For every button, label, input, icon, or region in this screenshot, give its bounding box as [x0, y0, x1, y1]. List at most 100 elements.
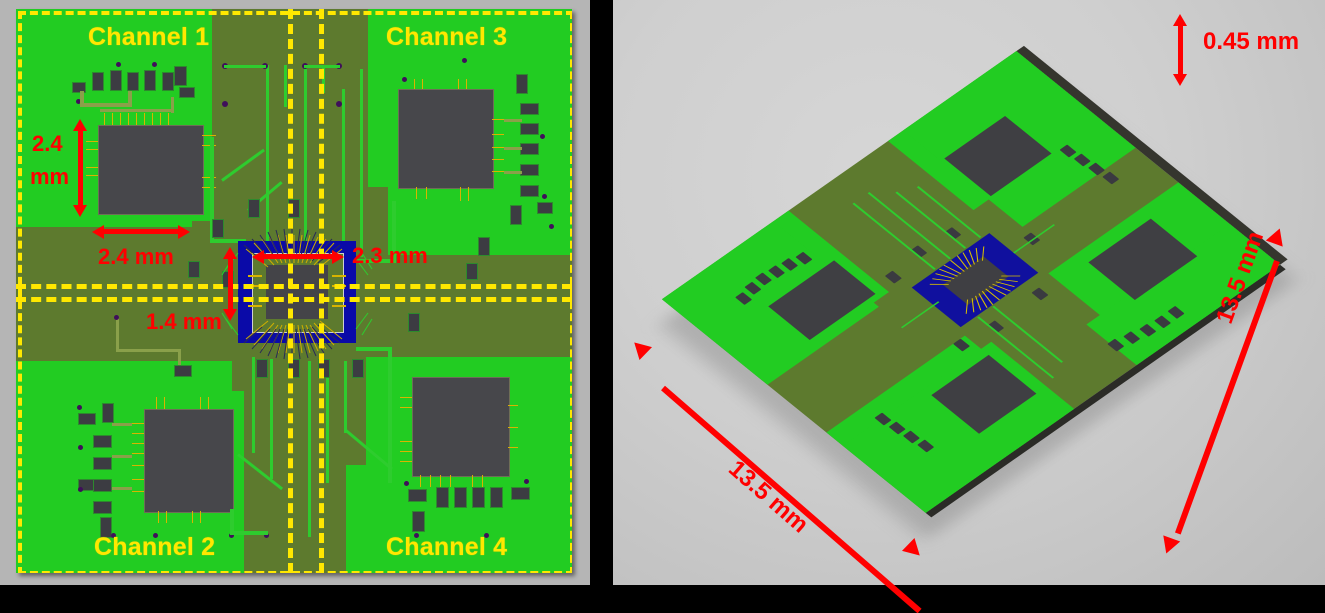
- via-ch2-d: [111, 533, 116, 538]
- trace-center-b5: [344, 361, 347, 433]
- bondwire-ch2-top4: [208, 397, 209, 409]
- trace-center-v3: [304, 65, 307, 255]
- channel-label-4: Channel 4: [386, 533, 508, 561]
- bondwire-ch4-bot6: [482, 475, 483, 487]
- dim-label-chip-height-value: 2.4: [32, 131, 63, 156]
- component-ch2-d: [93, 457, 112, 470]
- component-ch1-f: [162, 72, 174, 91]
- component-c8: [188, 261, 200, 278]
- component-ch3-c: [520, 123, 539, 135]
- die-ch4: [412, 377, 510, 477]
- component-c1: [212, 219, 224, 238]
- via-ch2-e: [153, 533, 158, 538]
- bondwire-ch4-bot4: [450, 475, 451, 487]
- bondwire-ch4-left5: [400, 461, 412, 462]
- bondwire-ch3-right3: [492, 147, 504, 148]
- component-ch4-e: [490, 487, 503, 508]
- component-ch1-b: [92, 72, 104, 91]
- bondwire-ch2-left6: [132, 479, 144, 480]
- dim3d-thickness-arrow-down: [1173, 74, 1187, 86]
- bondwire-ch1-left4: [86, 175, 98, 176]
- bondwire-ch1-right4: [202, 187, 216, 188]
- bondwire-ch2-left5: [132, 465, 144, 466]
- via-ch2-a: [77, 405, 82, 410]
- bondpad-center-right: [332, 275, 346, 277]
- via-ch3-e: [549, 224, 554, 229]
- channel-divider-h2: [16, 297, 572, 302]
- trace-center-b2: [270, 359, 273, 479]
- bondwire-ch1-left2: [86, 149, 98, 150]
- dim-arrow-center-width-line: [262, 254, 336, 259]
- trace-ch1-out2: [210, 239, 246, 243]
- component-ch3-a: [516, 74, 528, 94]
- bondwire-ch2-top1: [156, 397, 157, 409]
- component-ch1-e: [144, 70, 156, 91]
- bondwire-ch1-right2: [202, 145, 216, 146]
- dim-arrow-center-width-right: [332, 250, 344, 264]
- dim3d-thickness-line: [1178, 25, 1183, 77]
- left-panel-2d-layout: Channel 1 Channel 3 Channel 2 Channel 4 …: [0, 0, 590, 585]
- die-center: [266, 265, 328, 319]
- bondwire-ch3-top4: [466, 79, 467, 89]
- bondwire-ch4-bot5: [472, 475, 473, 487]
- bondwire-ch4-bot3: [440, 475, 441, 487]
- component-ch1-h: [179, 87, 195, 98]
- bondwire-ch1-right1: [202, 135, 216, 136]
- bondwires3d-center: [905, 228, 1044, 332]
- bondwire-ch2-left1: [132, 423, 144, 424]
- bondwire-ch1-left3: [86, 167, 98, 168]
- via-top-5: [222, 101, 228, 107]
- component-ch1-c: [110, 70, 122, 91]
- trace-ch2-2: [112, 455, 132, 458]
- via-ch4-b: [414, 533, 419, 538]
- component-ch3-h: [537, 202, 553, 214]
- via-ch2-g: [264, 533, 269, 538]
- via-mid-left: [114, 315, 119, 320]
- die-ch3: [398, 89, 494, 189]
- dim-label-chip-width: 2.4 mm: [98, 244, 174, 269]
- trace-ch4-in: [388, 349, 392, 483]
- trace-ch3-1: [504, 119, 522, 122]
- bondwire-ch3-bot2: [426, 187, 427, 199]
- bondwire-ch2-bot1: [158, 511, 159, 523]
- bondpad-center-right3: [332, 305, 346, 307]
- dim-arrow-chip-width-line: [102, 229, 182, 234]
- comp3d-e1: [884, 270, 902, 284]
- via-ch2-c: [78, 487, 83, 492]
- via-ch4-a: [404, 481, 409, 486]
- trace-ch3-out: [392, 201, 396, 263]
- component-ch2-h: [100, 517, 112, 538]
- dim-arrow-chip-height-up: [73, 119, 87, 131]
- component-c13: [408, 313, 420, 332]
- channel-label-2: Channel 2: [94, 533, 216, 561]
- component-c9: [256, 359, 268, 378]
- trace-ch3-3: [504, 171, 522, 174]
- bondwire-ch3-right2: [492, 134, 504, 135]
- dim-label-center-height: 1.4 mm: [146, 309, 222, 334]
- bondwire-ch2-top2: [164, 397, 165, 409]
- component-c15: [466, 263, 478, 280]
- bondwire-ch1-top6: [144, 113, 145, 125]
- board-3d-wrapper: [613, 0, 1325, 585]
- via-ch3-c: [540, 134, 545, 139]
- component-ch3-b: [520, 103, 539, 115]
- trace-ch1-3: [128, 91, 132, 107]
- trace-ch1-5: [171, 97, 174, 113]
- component-c12: [352, 359, 364, 378]
- component-ch2-b: [102, 403, 114, 423]
- channel-label-3: Channel 3: [386, 23, 508, 51]
- bondwire-ch3-top3: [458, 79, 459, 89]
- bondwire-ch3-bot3: [460, 187, 461, 201]
- dim-arrow-chip-height-down: [73, 205, 87, 217]
- bondwire-ch1-top7: [152, 113, 153, 125]
- trace-center-b3: [308, 361, 311, 537]
- bondwire-ch1-top8: [160, 113, 161, 125]
- comp3d-b4: [1102, 171, 1120, 185]
- bondwire-ch2-top3: [200, 397, 201, 409]
- component-ch4-g: [412, 511, 425, 532]
- bondwire-ch2-bot3: [192, 511, 193, 523]
- dim-label-center-width: 2.3 mm: [352, 243, 428, 268]
- trace3d-h1: [900, 301, 940, 329]
- bondwire-ch1-right3: [202, 177, 216, 178]
